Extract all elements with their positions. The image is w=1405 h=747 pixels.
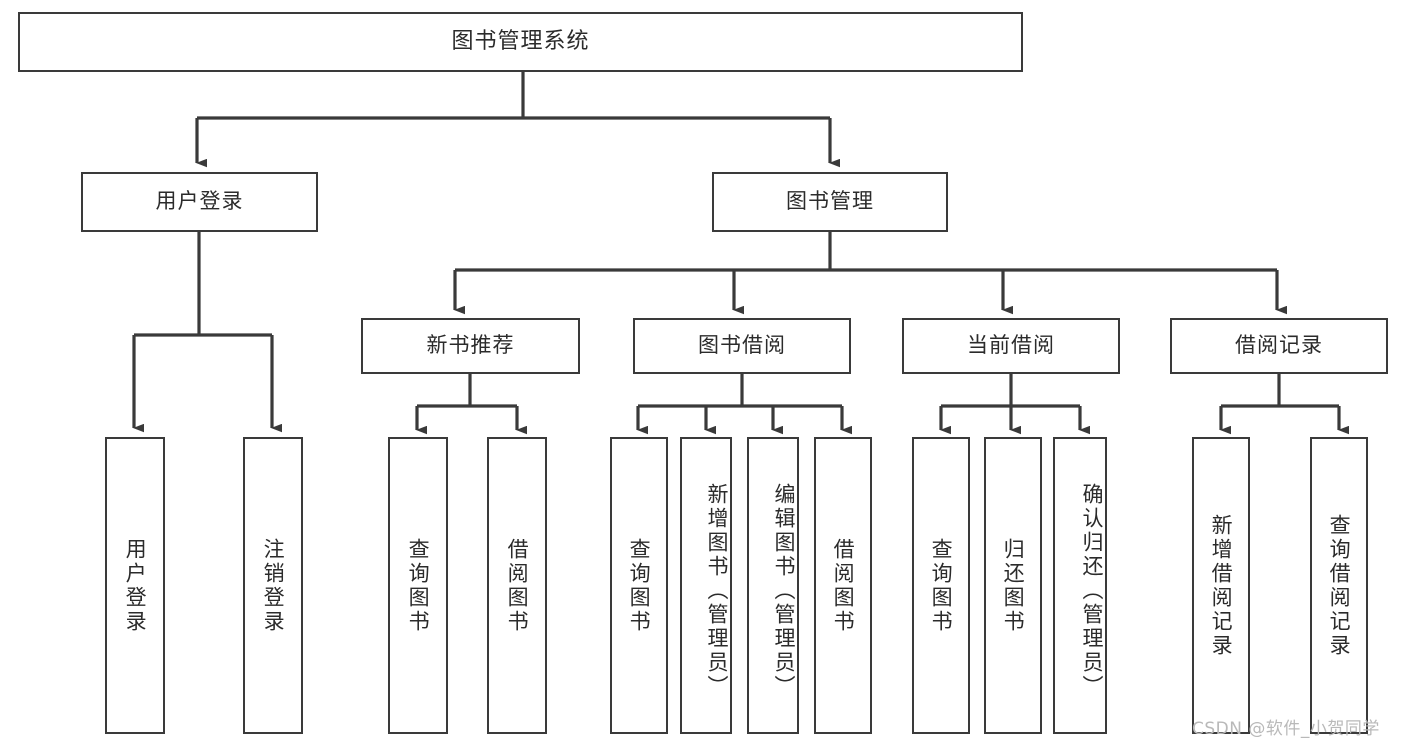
watermark: CSDN @软件_小贺同学 — [1192, 719, 1380, 739]
node-book-borrow[interactable]: 图书借阅 — [633, 318, 851, 374]
leaf-query-book-current[interactable]: 查询图书 — [912, 437, 970, 734]
leaf-query-borrow-record-label: 查询借阅记录 — [1327, 513, 1352, 658]
leaf-add-book-admin[interactable]: 新增图书（管理员） — [680, 437, 732, 734]
leaf-edit-book-admin-label: 编辑图书（管理员） — [772, 482, 796, 699]
leaf-user-login-label: 用户登录 — [123, 537, 148, 634]
node-user-login-label: 用户登录 — [155, 189, 244, 214]
leaf-user-login[interactable]: 用户登录 — [105, 437, 165, 734]
leaf-return-book[interactable]: 归还图书 — [984, 437, 1042, 734]
node-root-label: 图书管理系统 — [451, 28, 590, 54]
leaf-query-book-borrow[interactable]: 查询图书 — [610, 437, 668, 734]
node-book-management-label: 图书管理 — [786, 189, 874, 214]
node-current-borrow[interactable]: 当前借阅 — [902, 318, 1120, 374]
leaf-return-book-label: 归还图书 — [1001, 537, 1026, 634]
leaf-edit-book-admin[interactable]: 编辑图书（管理员） — [747, 437, 799, 734]
leaf-add-book-admin-label: 新增图书（管理员） — [705, 482, 729, 699]
leaf-query-borrow-record[interactable]: 查询借阅记录 — [1310, 437, 1368, 734]
leaf-borrow-book[interactable]: 借阅图书 — [814, 437, 872, 734]
node-root[interactable]: 图书管理系统 — [18, 12, 1023, 72]
leaf-logout-label: 注销登录 — [261, 537, 286, 634]
leaf-query-book-current-label: 查询图书 — [929, 537, 954, 634]
leaf-confirm-return-admin[interactable]: 确认归还（管理员） — [1053, 437, 1107, 734]
leaf-add-borrow-record[interactable]: 新增借阅记录 — [1192, 437, 1250, 734]
leaf-confirm-return-admin-label: 确认归还（管理员） — [1080, 482, 1104, 699]
leaf-logout[interactable]: 注销登录 — [243, 437, 303, 734]
leaf-borrow-book-rec[interactable]: 借阅图书 — [487, 437, 547, 734]
node-current-borrow-label: 当前借阅 — [967, 333, 1055, 358]
leaf-borrow-book-label: 借阅图书 — [831, 537, 856, 634]
node-borrow-record-label: 借阅记录 — [1235, 333, 1323, 358]
leaf-borrow-book-rec-label: 借阅图书 — [505, 537, 530, 634]
leaf-query-book-borrow-label: 查询图书 — [627, 537, 652, 634]
node-borrow-record[interactable]: 借阅记录 — [1170, 318, 1388, 374]
leaf-query-book-rec[interactable]: 查询图书 — [388, 437, 448, 734]
node-new-book-recommend[interactable]: 新书推荐 — [361, 318, 580, 374]
node-new-book-recommend-label: 新书推荐 — [426, 333, 515, 358]
node-book-borrow-label: 图书借阅 — [698, 333, 786, 358]
node-book-management[interactable]: 图书管理 — [712, 172, 948, 232]
node-user-login[interactable]: 用户登录 — [81, 172, 318, 232]
leaf-add-borrow-record-label: 新增借阅记录 — [1209, 513, 1234, 658]
leaf-query-book-rec-label: 查询图书 — [406, 537, 431, 634]
